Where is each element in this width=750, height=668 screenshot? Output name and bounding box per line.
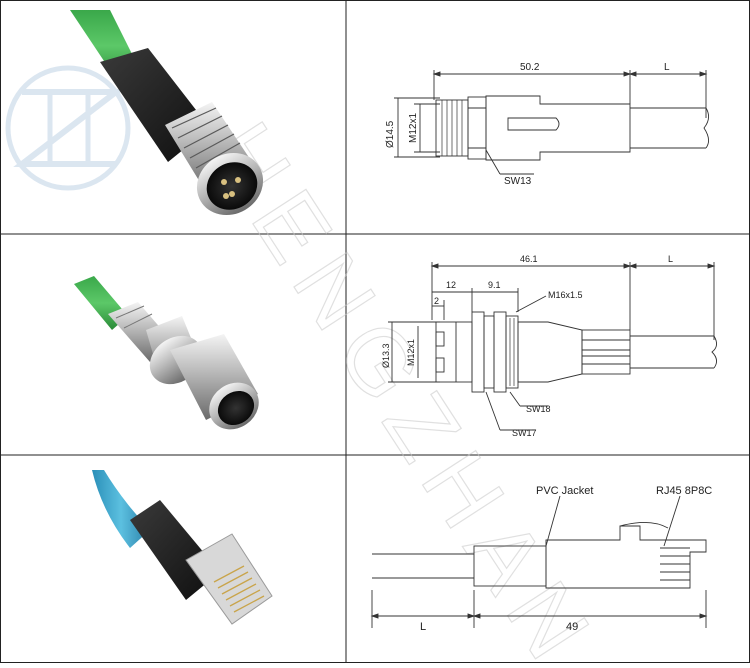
dim-length-l: L	[664, 62, 670, 73]
dim-seg-2: 2	[434, 296, 439, 306]
dim-seg-12: 12	[446, 280, 456, 290]
dim-diameter-2: Ø13.3	[381, 343, 391, 368]
rj45-plug-icon	[92, 470, 273, 625]
dim-length-l-3: L	[420, 621, 426, 633]
dim-seg-9-1: 9.1	[488, 280, 501, 290]
drawing-m12-female	[388, 262, 717, 431]
m12-female-panel-mount-icon	[74, 276, 259, 430]
dim-length-l-2: L	[668, 254, 673, 264]
drawing-rj45	[370, 495, 708, 628]
dim-length-49: 49	[566, 621, 578, 633]
label-pvc-jacket: PVC Jacket	[536, 485, 593, 497]
label-rj45-8p8c: RJ45 8P8C	[656, 485, 712, 497]
dim-overall-length: 50.2	[520, 62, 540, 73]
watermark-logo	[5, 65, 131, 191]
label-thread-m16: M16x1.5	[548, 290, 583, 300]
m12-male-connector-icon	[70, 10, 264, 216]
dim-overall-length-2: 46.1	[520, 254, 538, 264]
dim-diameter: Ø14.5	[385, 120, 396, 148]
dim-thread-2: M12x1	[406, 339, 416, 366]
label-wrench-18: SW18	[526, 404, 551, 414]
label-wrench-size: SW13	[504, 176, 532, 187]
label-wrench-17: SW17	[512, 428, 537, 438]
dim-thread: M12x1	[408, 113, 419, 143]
drawing-m12-male	[394, 70, 709, 175]
